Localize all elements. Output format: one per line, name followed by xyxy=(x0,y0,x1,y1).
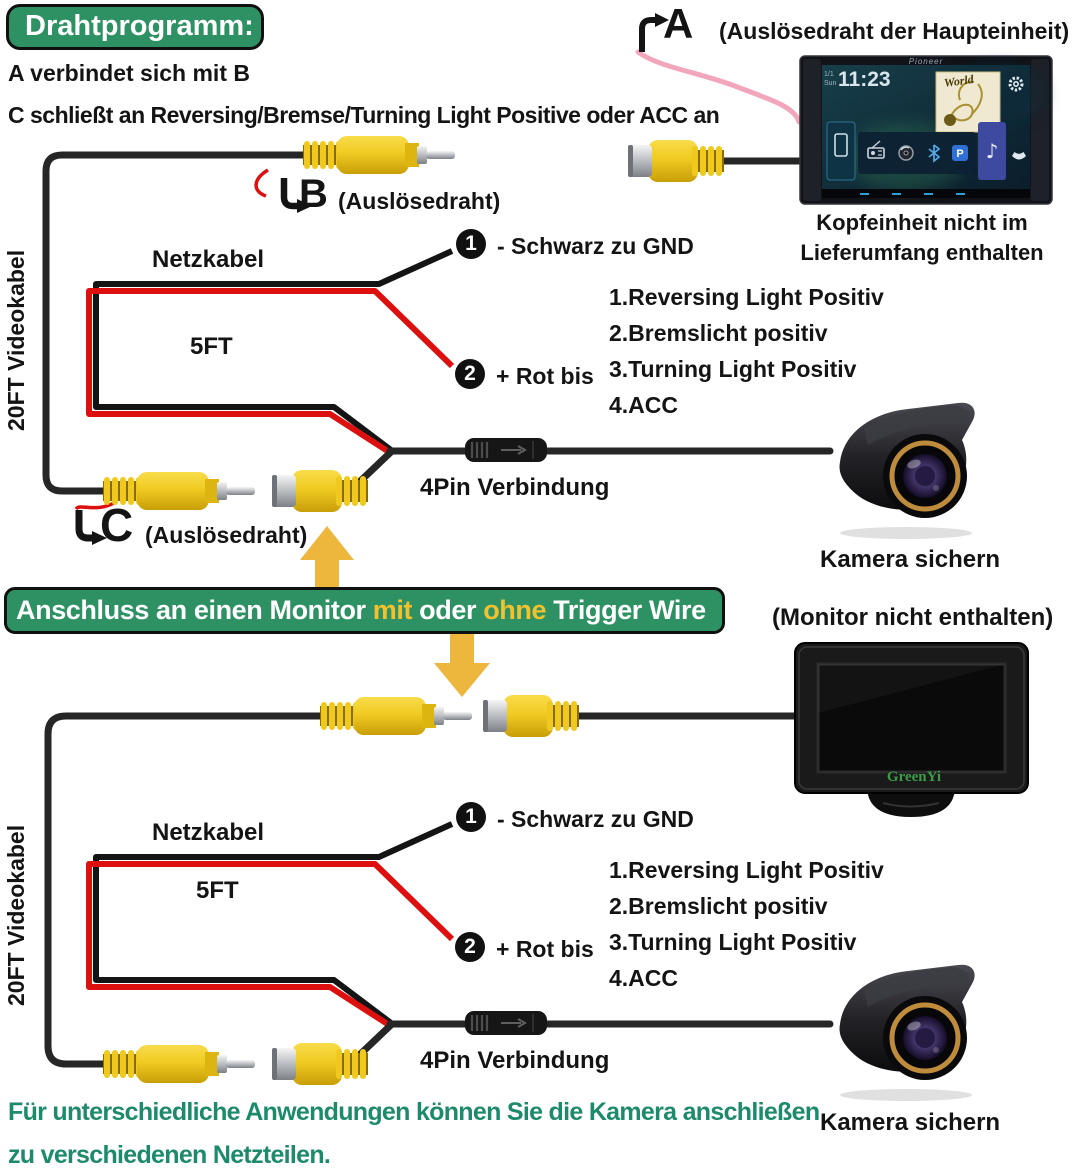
arrow-a xyxy=(639,13,669,52)
videokabel-label-top: 20FT Videokabel xyxy=(3,249,29,432)
fourpin-connector-top xyxy=(463,436,549,464)
monitor-banner-oder: oder xyxy=(412,595,484,625)
list-item: 2.Bremslicht positiv xyxy=(609,320,828,346)
camera-caption-top: Kamera sichern xyxy=(820,546,1001,573)
title-banner: Drahtprogramm: xyxy=(6,4,264,50)
footer-line1: Für unterschiedliche Anwendungen können … xyxy=(8,1098,820,1126)
fourpin-connector-bottom xyxy=(463,1009,549,1037)
bluetooth-icon xyxy=(928,144,941,163)
list-item: 3.Turning Light Positiv xyxy=(609,929,857,955)
pin2-badge-bottom: 2 xyxy=(455,932,485,962)
monitor-banner-trigger: Trigger Wire xyxy=(546,595,706,625)
list-item: 1.Reversing Light Positiv xyxy=(609,857,884,883)
label-a: A xyxy=(663,0,693,47)
rca-male-middle xyxy=(320,697,472,735)
title-banner-label: Drahtprogramm: xyxy=(25,10,254,42)
rca-male-top xyxy=(303,136,455,174)
monitor-brand: GreenYi xyxy=(886,769,942,785)
head-unit-image: P ♪ xyxy=(799,55,1053,205)
pin2-label-top: + Rot bis xyxy=(496,363,594,389)
rca-female-middle xyxy=(483,695,579,737)
note-a-connects-b: A verbindet sich mit B xyxy=(8,60,250,86)
pin2-badge-top: 2 xyxy=(455,359,485,389)
arrow-b xyxy=(280,178,312,213)
power-loop-top xyxy=(86,248,455,455)
label-c: C xyxy=(100,499,134,551)
radio-icon xyxy=(867,140,885,159)
video-cable-top xyxy=(42,151,314,495)
monitor-note: (Monitor nicht enthalten) xyxy=(772,604,1054,631)
gear-icon xyxy=(1008,76,1024,92)
rca-female-headunit xyxy=(628,140,724,182)
trigger-wire-a-pink xyxy=(635,49,802,125)
label-b: B xyxy=(299,172,328,216)
pin1-label-top: - Schwarz zu GND xyxy=(497,233,694,259)
length-label-top: 5FT xyxy=(190,333,233,360)
headunit-caption-line1: Kopfeinheit nicht im xyxy=(816,210,1028,235)
rca-female-loop-top xyxy=(272,470,368,512)
wire-options-list-bottom: 1.Reversing Light Positiv 2.Bremslicht p… xyxy=(609,857,884,1001)
power-loop-bottom xyxy=(86,821,455,1028)
headunit-day: Sun xyxy=(824,80,837,87)
smartphone-tile-icon xyxy=(826,121,856,181)
list-item: 4.ACC xyxy=(609,392,679,418)
list-item: 2.Bremslicht positiv xyxy=(609,893,828,919)
videokabel-label-bottom: 20FT Videokabel xyxy=(3,824,29,1006)
note-c-connects: C schließt an Reversing/Bremse/Turning L… xyxy=(8,102,720,128)
pandora-icon xyxy=(952,145,968,161)
trigger-wire-c-red xyxy=(74,501,115,511)
rca-male-loop-bottom xyxy=(103,1045,255,1083)
pin1-badge-bottom: 1 xyxy=(456,802,486,832)
trigger-wire-b-red xyxy=(254,168,269,198)
up-arrow-icon xyxy=(300,526,354,590)
netzkabel-label-bottom: Netzkabel xyxy=(152,819,265,846)
video-cable-middle xyxy=(44,712,804,1068)
camera-caption-bottom: Kamera sichern xyxy=(820,1109,1001,1136)
monitor-banner-ohne: ohne xyxy=(483,595,547,625)
headunit-clock: 11:23 xyxy=(838,68,891,91)
netzkabel-label-top: Netzkabel xyxy=(152,246,265,273)
av-tile-icon xyxy=(978,122,1006,180)
svg-text:P: P xyxy=(956,148,963,160)
list-item: 3.Turning Light Positiv xyxy=(609,356,857,382)
label-c-note: (Auslösedraht) xyxy=(145,522,308,548)
headunit-brand: Pioneer xyxy=(908,57,944,66)
monitor-banner-mit: mit xyxy=(372,595,413,625)
monitor-image xyxy=(794,642,1029,817)
list-item: 4.ACC xyxy=(609,965,679,991)
fourpin-label-bottom: 4Pin Verbindung xyxy=(420,1047,610,1074)
wire-options-list-top: 1.Reversing Light Positiv 2.Bremslicht p… xyxy=(609,284,884,428)
svg-text:♪: ♪ xyxy=(986,139,999,163)
headunit-caption-line2: Lieferumfang enthalten xyxy=(800,240,1044,265)
pin2-label-bottom: + Rot bis xyxy=(496,936,594,962)
pin1-label-bottom: - Schwarz zu GND xyxy=(497,806,694,832)
fourpin-label-top: 4Pin Verbindung xyxy=(420,474,610,501)
pin1-badge-top: 1 xyxy=(456,229,486,259)
monitor-banner-text: Anschluss an einen Monitor xyxy=(16,595,373,625)
rca-female-loop-bottom xyxy=(272,1043,368,1085)
label-b-note: (Auslösedraht) xyxy=(338,188,501,214)
phone-icon xyxy=(1012,152,1026,160)
label-a-note: (Auslösedraht der Haupteinheit) xyxy=(719,18,1070,44)
monitor-banner: Anschluss an einen Monitor mit oder ohne… xyxy=(4,587,725,634)
list-item: 1.Reversing Light Positiv xyxy=(609,284,884,310)
headunit-date: 1/1 xyxy=(824,71,834,78)
down-arrow-icon xyxy=(434,633,490,697)
disc-icon xyxy=(898,145,914,161)
footer-line2: zu verschiedenen Netzteilen. xyxy=(8,1141,331,1169)
length-label-bottom: 5FT xyxy=(196,877,239,904)
arrow-c xyxy=(75,510,107,545)
